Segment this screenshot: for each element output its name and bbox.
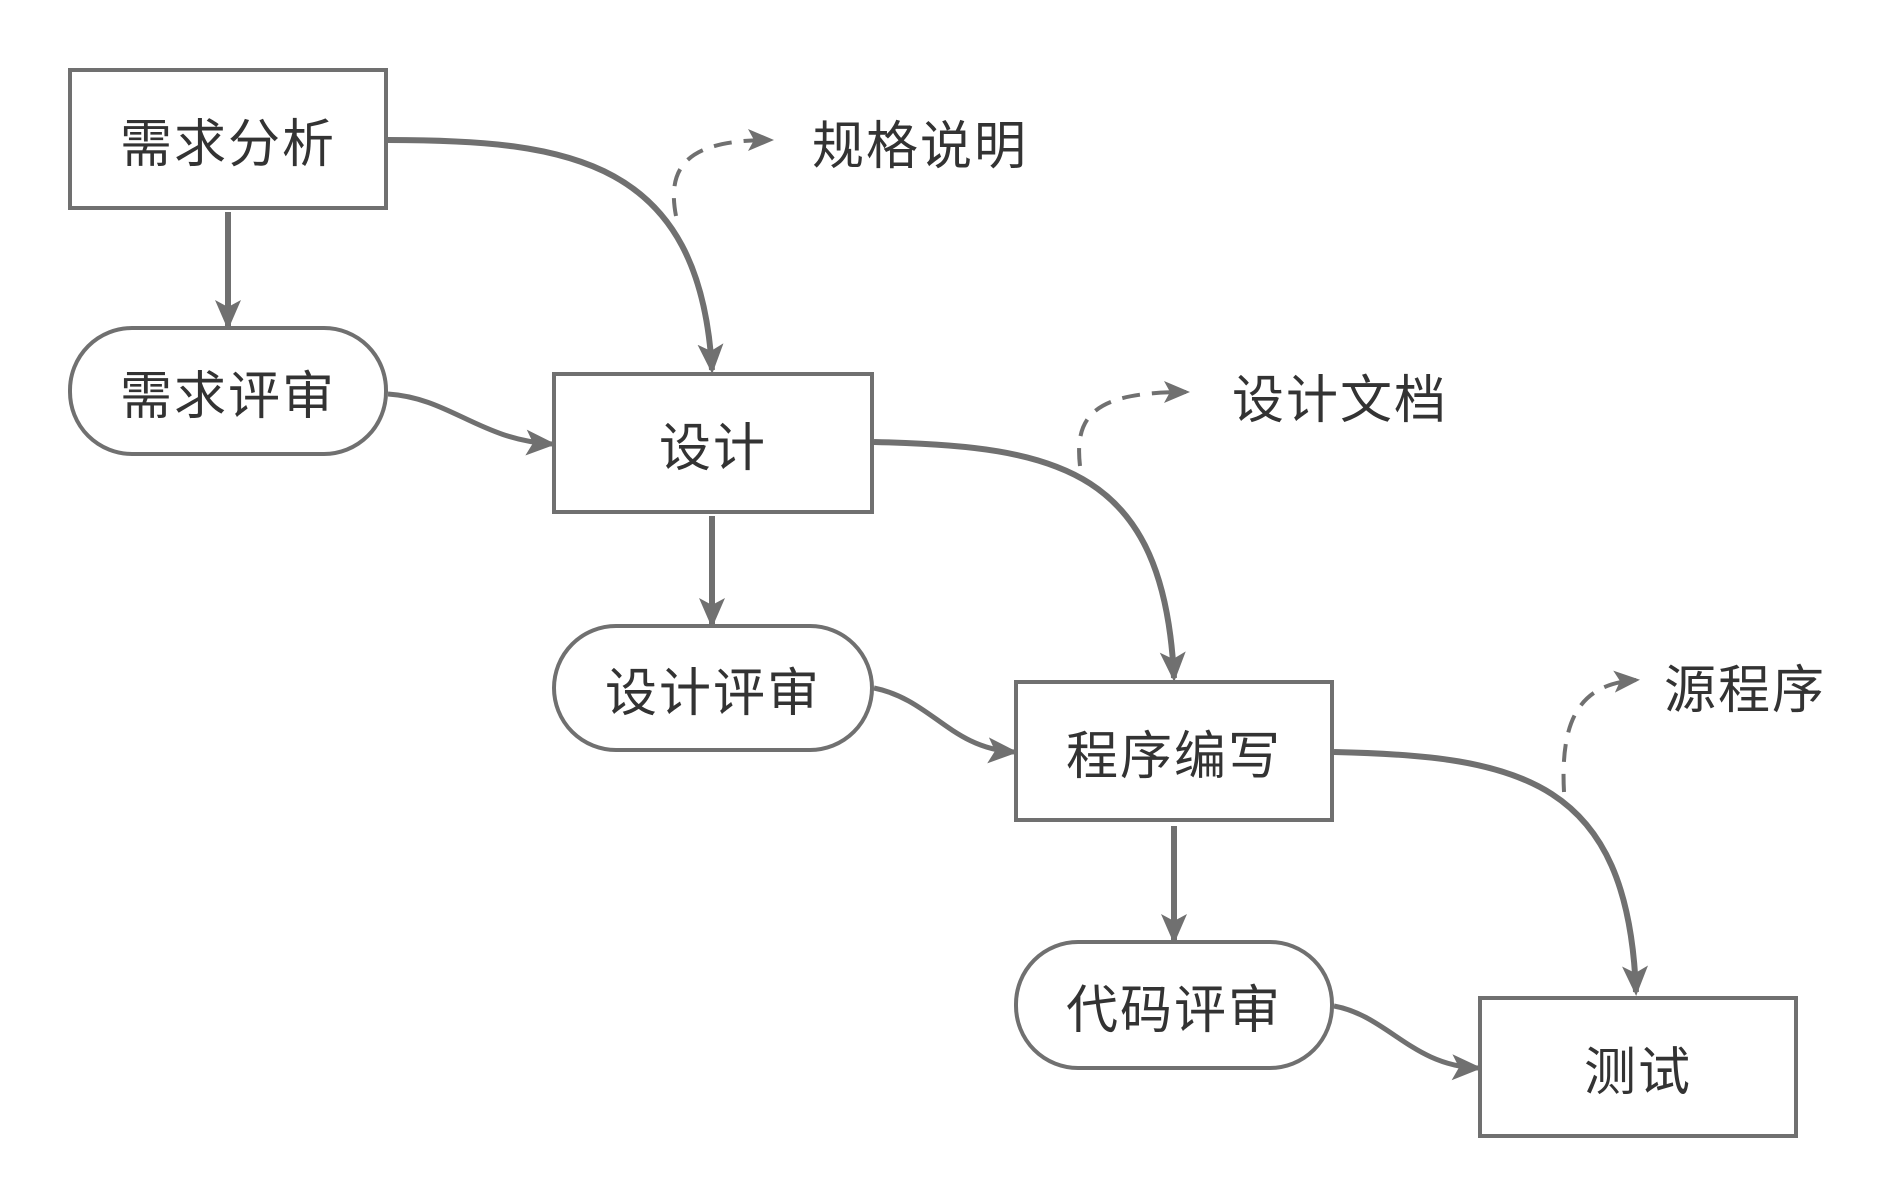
output-source-code: 源程序 [1664, 661, 1827, 721]
arrow-codereview-to-testing [1333, 1003, 1482, 1081]
node-label: 测试 [1583, 1042, 1692, 1103]
node-coding: 程序编写 [1014, 680, 1334, 822]
node-design-review: 设计评审 [552, 624, 874, 752]
node-label: 需求分析 [119, 114, 336, 175]
node-requirements-review: 需求评审 [68, 326, 388, 456]
node-label: 设计 [658, 418, 767, 479]
node-label: 程序编写 [1065, 726, 1282, 787]
node-design: 设计 [552, 372, 874, 514]
node-label: 代码评审 [1065, 980, 1282, 1041]
arrow-design-to-coding [873, 439, 1186, 682]
arrow-designreview-to-coding [873, 685, 1018, 764]
node-label: 需求评审 [119, 366, 336, 427]
arrow-analysis-to-design [387, 137, 724, 374]
node-testing: 测试 [1478, 996, 1798, 1138]
dashed-arrow-specification [671, 129, 774, 217]
dashed-arrow-source-code [1561, 670, 1640, 793]
arrow-coding-to-testing [1333, 749, 1648, 996]
arrow-review-to-design [387, 391, 556, 456]
output-specification: 规格说明 [812, 117, 1029, 177]
node-label: 设计评审 [604, 663, 821, 724]
dashed-arrow-design-document [1077, 381, 1190, 467]
node-requirements-analysis: 需求分析 [68, 68, 388, 210]
output-design-document: 设计文档 [1232, 371, 1449, 431]
node-code-review: 代码评审 [1014, 940, 1334, 1070]
